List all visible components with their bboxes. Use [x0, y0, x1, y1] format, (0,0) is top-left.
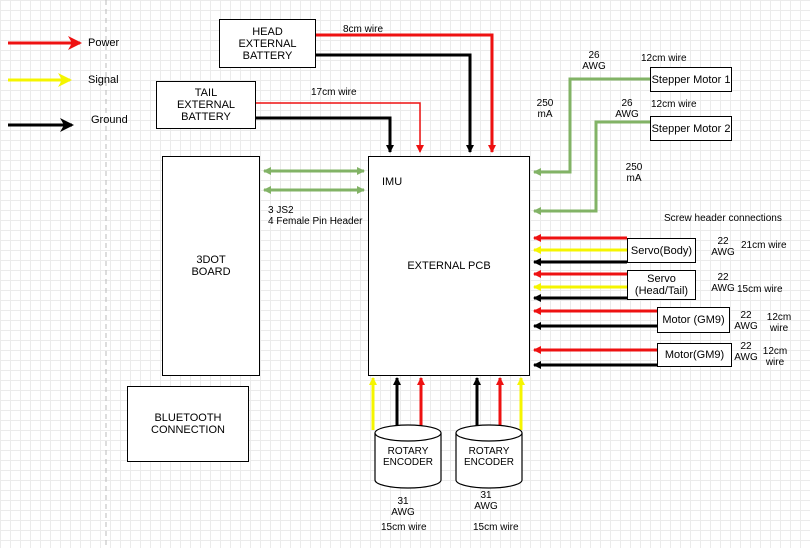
head-wire-label: 8cm wire	[343, 24, 384, 35]
rotary-encoder-left-label: ROTARY ENCODER	[382, 446, 433, 468]
motor1-awg-label: 22 AWG	[734, 310, 758, 332]
stepper2-wire-label: 12cm wire	[651, 99, 697, 110]
motor2-wire-label: 12cm wire	[762, 346, 788, 368]
external-pcb-box: EXTERNAL PCB	[368, 156, 530, 376]
legend-ground-label: Ground	[91, 114, 128, 126]
stepper2-current-label: 250 mA	[625, 162, 643, 184]
head-power-wire	[316, 33, 496, 153]
servo-head-box: Servo (Head/Tail)	[627, 270, 696, 300]
stepper1-current-label: 250 mA	[536, 98, 554, 120]
tail-power-wire	[256, 102, 424, 153]
pin-header-label: 3 JS2 4 Female Pin Header	[268, 205, 363, 227]
stepper1-awg-label: 26 AWG	[582, 50, 606, 72]
motor-gm9-2-box: Motor(GM9)	[657, 343, 732, 367]
motor1-wire-label: 12cm wire	[766, 312, 792, 334]
legend-signal-label: Signal	[88, 74, 119, 86]
servo-body-awg-label: 22 AWG	[711, 236, 735, 258]
3dot-board-box: 3DOT BOARD	[162, 156, 260, 376]
motor2-awg-label: 22 AWG	[734, 341, 758, 363]
servo-head-wire-label: 15cm wire	[737, 284, 783, 295]
enc-right-wire: 15cm wire	[473, 522, 519, 533]
head-battery-box: HEAD EXTERNAL BATTERY	[219, 19, 316, 68]
tail-battery-box: TAIL EXTERNAL BATTERY	[156, 81, 256, 129]
tail-ground-wire	[256, 116, 394, 153]
rotary-encoder-left-shape	[374, 424, 442, 489]
stepper2-awg-label: 26 AWG	[615, 98, 639, 120]
stepper1-wire-label: 12cm wire	[641, 53, 687, 64]
rotary-encoder-right-label: ROTARY ENCODER	[463, 446, 514, 468]
bluetooth-box: BLUETOOTH CONNECTION	[127, 386, 249, 462]
imu-label: IMU	[382, 176, 403, 188]
legend-power-label: Power	[88, 37, 120, 49]
enc-right-awg: 31 AWG	[474, 490, 498, 512]
stepper-motor-2-box: Stepper Motor 2	[650, 116, 732, 141]
servo-head-awg-label: 22 AWG	[711, 272, 735, 294]
enc-left-wire: 15cm wire	[381, 522, 427, 533]
motor-gm9-1-box: Motor (GM9)	[657, 307, 730, 333]
head-ground-wire	[316, 53, 474, 153]
enc-left-awg: 31 AWG	[391, 496, 415, 518]
stepper1-wire	[533, 77, 650, 176]
rotary-encoder-right-shape	[455, 424, 523, 489]
servo-body-box: Servo(Body)	[627, 238, 696, 263]
tail-wire-label: 17cm wire	[311, 87, 357, 98]
stepper-motor-1-box: Stepper Motor 1	[650, 67, 732, 92]
stepper2-wire	[533, 120, 650, 215]
servo-body-wire-label: 21cm wire	[741, 240, 787, 251]
screw-header-label: Screw header connections	[664, 213, 782, 224]
